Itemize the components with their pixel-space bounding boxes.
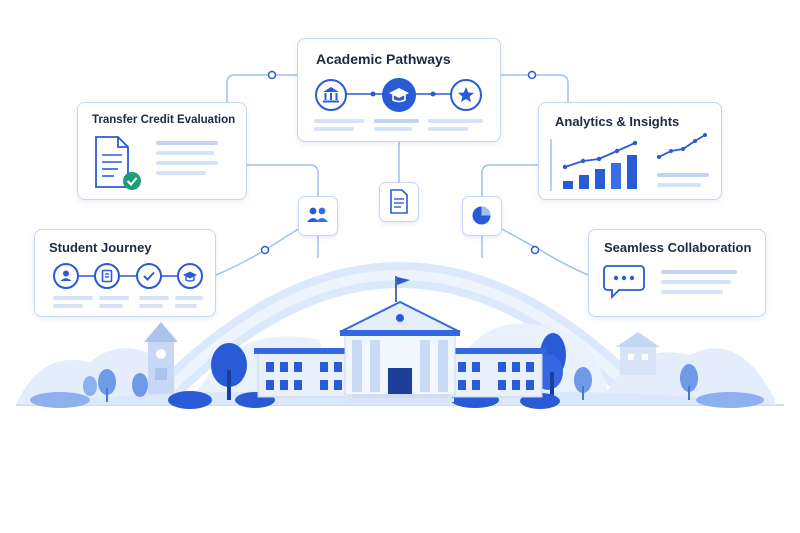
card-analytics-insights[interactable]: Analytics & Insights bbox=[538, 102, 722, 200]
card-title: Academic Pathways bbox=[316, 51, 451, 67]
document-check-icon bbox=[95, 136, 141, 190]
clock-tower-icon bbox=[144, 322, 178, 400]
tree-icon bbox=[83, 333, 698, 402]
document-icon bbox=[379, 182, 419, 222]
bar-chart-icon bbox=[550, 139, 638, 191]
house-icon bbox=[616, 332, 660, 375]
card-title: Student Journey bbox=[49, 240, 152, 255]
card-transfer-credit-evaluation[interactable]: Transfer Credit Evaluation bbox=[77, 102, 247, 200]
star-icon bbox=[450, 79, 482, 111]
connector-lines bbox=[215, 74, 589, 276]
user-icon bbox=[53, 263, 79, 289]
id-card-icon bbox=[94, 263, 120, 289]
card-seamless-collaboration[interactable]: Seamless Collaboration bbox=[588, 229, 766, 317]
chat-icon bbox=[603, 265, 645, 300]
people-icon bbox=[298, 196, 338, 236]
connector-dots bbox=[260, 70, 540, 255]
graduation-cap-icon bbox=[177, 263, 203, 289]
line-chart-icon bbox=[657, 133, 707, 159]
bank-icon bbox=[315, 79, 347, 111]
card-title: Transfer Credit Evaluation bbox=[92, 114, 236, 126]
graduation-cap-icon bbox=[382, 78, 416, 112]
card-title: Analytics & Insights bbox=[555, 114, 680, 129]
pie-chart-icon bbox=[462, 196, 502, 236]
checkmark-icon bbox=[136, 263, 162, 289]
university-building-icon bbox=[254, 276, 546, 402]
card-title: Seamless Collaboration bbox=[604, 240, 752, 255]
card-student-journey[interactable]: Student Journey bbox=[34, 229, 216, 317]
card-academic-pathways[interactable]: Academic Pathways bbox=[297, 38, 501, 142]
journey-steps bbox=[65, 275, 193, 277]
